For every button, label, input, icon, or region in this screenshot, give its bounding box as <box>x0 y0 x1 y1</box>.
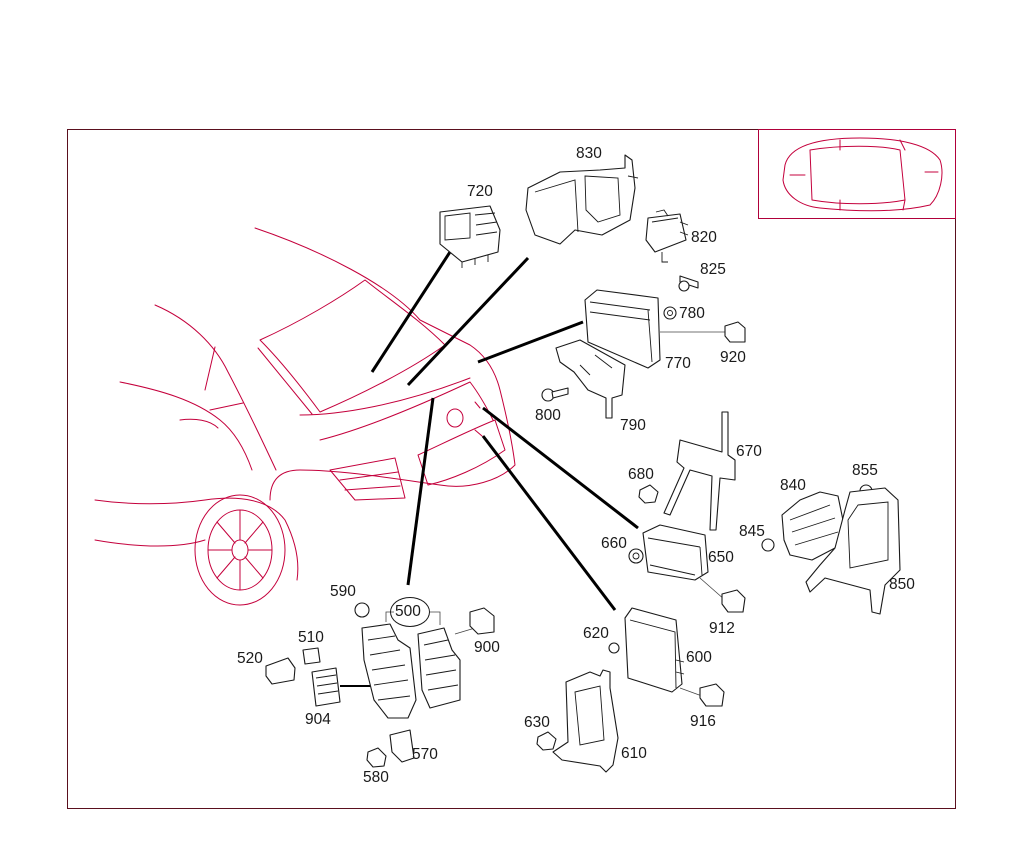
bolt-800 <box>541 387 569 402</box>
bolt-825 <box>678 275 699 292</box>
label-912: 912 <box>709 620 735 637</box>
bracket-790 <box>555 339 626 419</box>
nut-845 <box>761 538 775 552</box>
label-770: 770 <box>665 355 691 372</box>
bracket-850 <box>805 487 901 615</box>
label-680: 680 <box>628 466 654 483</box>
vehicle-locator-inset <box>758 129 956 219</box>
nut-680 <box>638 484 659 504</box>
bracket-830 <box>525 154 639 245</box>
label-900: 900 <box>474 639 500 656</box>
label-845: 845 <box>739 523 765 540</box>
module-600 <box>624 607 685 693</box>
label-630: 630 <box>524 714 550 731</box>
diagram-frame <box>67 129 956 809</box>
label-580: 580 <box>363 769 389 786</box>
nut-660 <box>628 548 644 564</box>
bracket-610 <box>552 669 619 773</box>
label-570: 570 <box>412 746 438 763</box>
nut-590 <box>354 602 370 618</box>
nut-630 <box>536 731 557 751</box>
module-770 <box>584 289 661 369</box>
washer-620 <box>608 642 620 654</box>
relay-510 <box>302 647 321 665</box>
relay-520 <box>265 657 296 685</box>
inset-car-outline <box>782 137 943 212</box>
label-660: 660 <box>601 535 627 552</box>
connector-916 <box>699 683 725 707</box>
label-510: 510 <box>298 629 324 646</box>
module-820 <box>645 209 689 263</box>
label-500: 500 <box>395 603 421 620</box>
label-820: 820 <box>691 229 717 246</box>
label-830: 830 <box>576 145 602 162</box>
label-840: 840 <box>780 477 806 494</box>
label-780: 780 <box>679 305 705 322</box>
label-825: 825 <box>700 261 726 278</box>
label-904: 904 <box>305 711 331 728</box>
relay-box-500-left <box>361 623 417 719</box>
label-720: 720 <box>467 183 493 200</box>
connector-920 <box>724 321 746 343</box>
group-500-circle <box>390 597 430 627</box>
relay-box-500-right <box>417 627 461 709</box>
label-610: 610 <box>621 745 647 762</box>
label-855: 855 <box>852 462 878 479</box>
label-916: 916 <box>690 713 716 730</box>
label-850: 850 <box>889 576 915 593</box>
module-650 <box>642 524 709 581</box>
label-520: 520 <box>237 650 263 667</box>
connector-900 <box>469 607 495 635</box>
label-920: 920 <box>720 349 746 366</box>
car-rear-outline <box>94 227 516 606</box>
module-720 <box>439 205 501 268</box>
nut-580 <box>366 747 387 768</box>
label-600: 600 <box>686 649 712 666</box>
fuse-block-904 <box>311 667 341 707</box>
label-790: 790 <box>620 417 646 434</box>
nut-780 <box>663 306 677 320</box>
label-620: 620 <box>583 625 609 642</box>
label-650: 650 <box>708 549 734 566</box>
connector-912 <box>721 589 746 613</box>
label-800: 800 <box>535 407 561 424</box>
label-670: 670 <box>736 443 762 460</box>
label-590: 590 <box>330 583 356 600</box>
bracket-670 <box>663 411 736 531</box>
bracket-570 <box>389 729 415 763</box>
